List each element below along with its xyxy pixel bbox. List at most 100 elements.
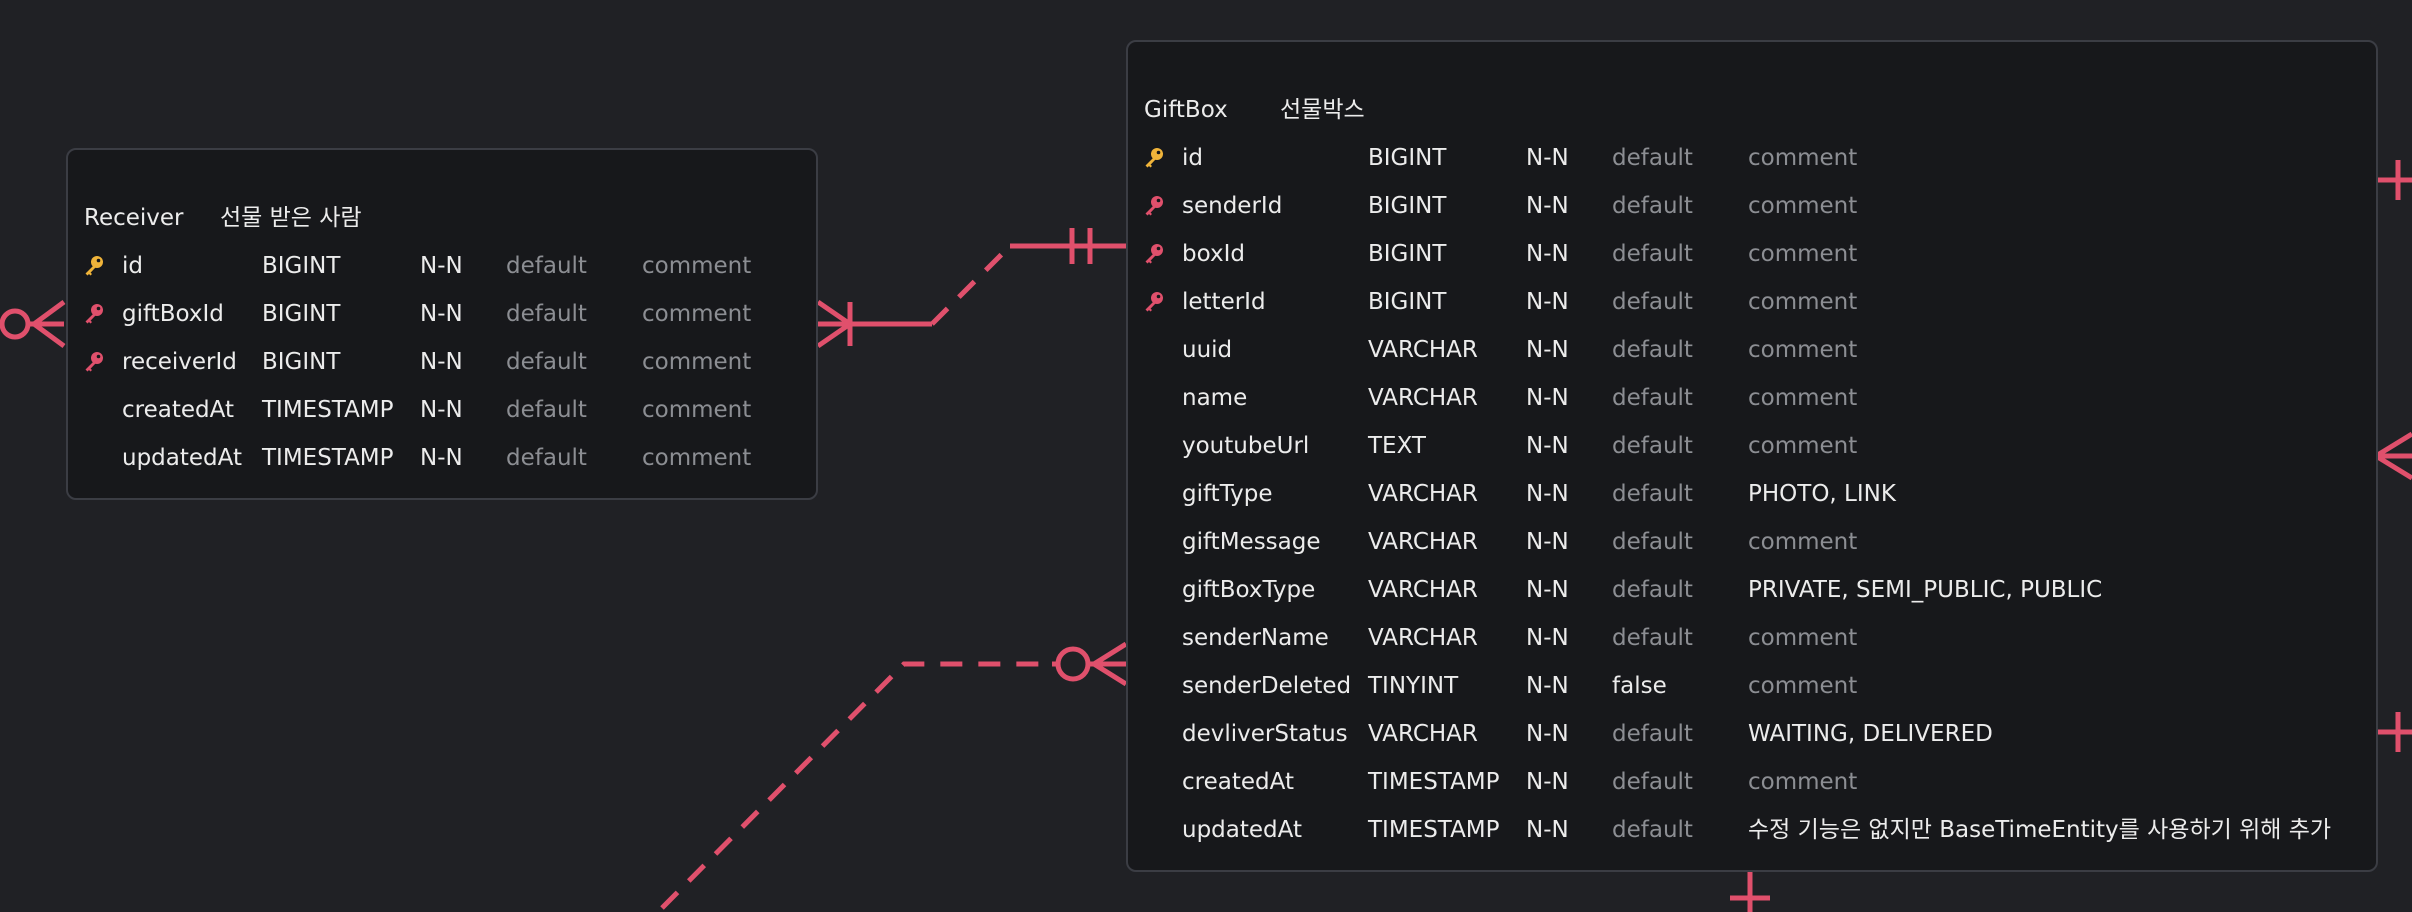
column-comment[interactable]: PRIVATE, SEMI_PUBLIC, PUBLIC <box>1748 577 2103 603</box>
column-comment[interactable]: 수정 기능은 없지만 BaseTimeEntity를 사용하기 위해 추가 <box>1748 817 2332 843</box>
column-type[interactable]: TIMESTAMP <box>1368 817 1500 843</box>
column-type[interactable]: BIGINT <box>1368 241 1447 267</box>
column-comment[interactable]: comment <box>1748 529 1858 555</box>
column-name[interactable]: giftMessage <box>1182 529 1321 555</box>
column-comment[interactable]: comment <box>1748 625 1858 651</box>
column-type[interactable]: TINYINT <box>1368 673 1459 699</box>
column-nullable[interactable]: N-N <box>420 253 463 279</box>
column-nullable[interactable]: N-N <box>1526 577 1569 603</box>
column-type[interactable]: TIMESTAMP <box>1368 769 1500 795</box>
column-type[interactable]: BIGINT <box>1368 289 1447 315</box>
relation-bottom-stub[interactable] <box>1730 872 1770 912</box>
column-type[interactable]: VARCHAR <box>1368 625 1478 651</box>
column-name[interactable]: giftType <box>1182 481 1273 507</box>
column-default[interactable]: default <box>1612 193 1693 219</box>
column-name[interactable]: senderDeleted <box>1182 673 1352 699</box>
column-row[interactable]: senderId BIGINT N-N default comment <box>1128 182 2376 230</box>
column-default[interactable]: default <box>506 301 587 327</box>
column-type[interactable]: BIGINT <box>262 349 341 375</box>
column-nullable[interactable]: N-N <box>1526 673 1569 699</box>
column-nullable[interactable]: N-N <box>1526 193 1569 219</box>
relation-right-stub-1[interactable] <box>2376 160 2412 200</box>
column-name[interactable]: id <box>122 253 143 279</box>
column-default[interactable]: default <box>1612 625 1693 651</box>
column-comment[interactable]: comment <box>1748 193 1858 219</box>
column-default[interactable]: default <box>1612 817 1693 843</box>
column-default[interactable]: default <box>506 253 587 279</box>
column-type[interactable]: VARCHAR <box>1368 481 1478 507</box>
column-name[interactable]: letterId <box>1182 289 1266 315</box>
column-name[interactable]: boxId <box>1182 241 1245 267</box>
column-type[interactable]: BIGINT <box>262 253 341 279</box>
column-type[interactable]: VARCHAR <box>1368 529 1478 555</box>
column-type[interactable]: VARCHAR <box>1368 577 1478 603</box>
column-type[interactable]: VARCHAR <box>1368 721 1478 747</box>
column-name[interactable]: devliverStatus <box>1182 721 1348 747</box>
column-default[interactable]: default <box>1612 529 1693 555</box>
column-comment[interactable]: comment <box>1748 289 1858 315</box>
relation-right-stub-2[interactable] <box>2374 431 2412 481</box>
column-name[interactable]: updatedAt <box>1182 817 1302 843</box>
column-nullable[interactable]: N-N <box>1526 337 1569 363</box>
column-comment[interactable]: comment <box>642 301 752 327</box>
column-default[interactable]: default <box>1612 385 1693 411</box>
column-name[interactable]: createdAt <box>122 397 234 423</box>
column-name[interactable]: createdAt <box>1182 769 1294 795</box>
column-default[interactable]: default <box>1612 577 1693 603</box>
column-nullable[interactable]: N-N <box>1526 769 1569 795</box>
column-default[interactable]: default <box>1612 289 1693 315</box>
column-nullable[interactable]: N-N <box>420 445 463 471</box>
column-name[interactable]: receiverId <box>122 349 237 375</box>
column-nullable[interactable]: N-N <box>1526 145 1569 171</box>
column-type[interactable]: VARCHAR <box>1368 385 1478 411</box>
column-comment[interactable]: comment <box>1748 385 1858 411</box>
relation-receiver-giftbox[interactable] <box>816 228 1126 349</box>
column-name[interactable]: youtubeUrl <box>1182 433 1310 459</box>
column-name[interactable]: uuid <box>1182 337 1233 363</box>
column-default[interactable]: default <box>1612 481 1693 507</box>
column-comment[interactable]: comment <box>1748 337 1858 363</box>
column-type[interactable]: VARCHAR <box>1368 337 1478 363</box>
column-type[interactable]: TIMESTAMP <box>262 445 394 471</box>
column-comment[interactable]: PHOTO, LINK <box>1748 481 1896 507</box>
column-nullable[interactable]: N-N <box>1526 481 1569 507</box>
column-nullable[interactable]: N-N <box>1526 721 1569 747</box>
column-nullable[interactable]: N-N <box>1526 625 1569 651</box>
column-name[interactable]: giftBoxId <box>122 301 224 327</box>
column-nullable[interactable]: N-N <box>420 301 463 327</box>
column-nullable[interactable]: N-N <box>420 397 463 423</box>
column-comment[interactable]: comment <box>642 253 752 279</box>
column-type[interactable]: BIGINT <box>1368 145 1447 171</box>
column-row[interactable]: giftBoxType VARCHAR N-N default PRIVATE, SEM… <box>1128 566 2376 614</box>
column-default[interactable]: default <box>506 397 587 423</box>
column-name[interactable]: senderId <box>1182 193 1283 219</box>
column-type[interactable]: TIMESTAMP <box>262 397 394 423</box>
column-comment[interactable]: comment <box>642 349 752 375</box>
column-name[interactable]: giftBoxType <box>1182 577 1316 603</box>
column-default[interactable]: false <box>1612 673 1667 699</box>
column-nullable[interactable]: N-N <box>1526 433 1569 459</box>
column-default[interactable]: default <box>1612 721 1693 747</box>
column-default[interactable]: default <box>506 445 587 471</box>
column-row[interactable]: giftType VARCHAR N-N default PHOTO, LINK <box>1128 470 2376 518</box>
column-nullable[interactable]: N-N <box>1526 241 1569 267</box>
column-row[interactable]: senderName VARCHAR N-N default comment <box>1128 614 2376 662</box>
column-type[interactable]: TEXT <box>1368 433 1426 459</box>
column-type[interactable]: BIGINT <box>1368 193 1447 219</box>
column-name[interactable]: senderName <box>1182 625 1329 651</box>
relation-left-zero-or-many[interactable] <box>0 299 66 349</box>
